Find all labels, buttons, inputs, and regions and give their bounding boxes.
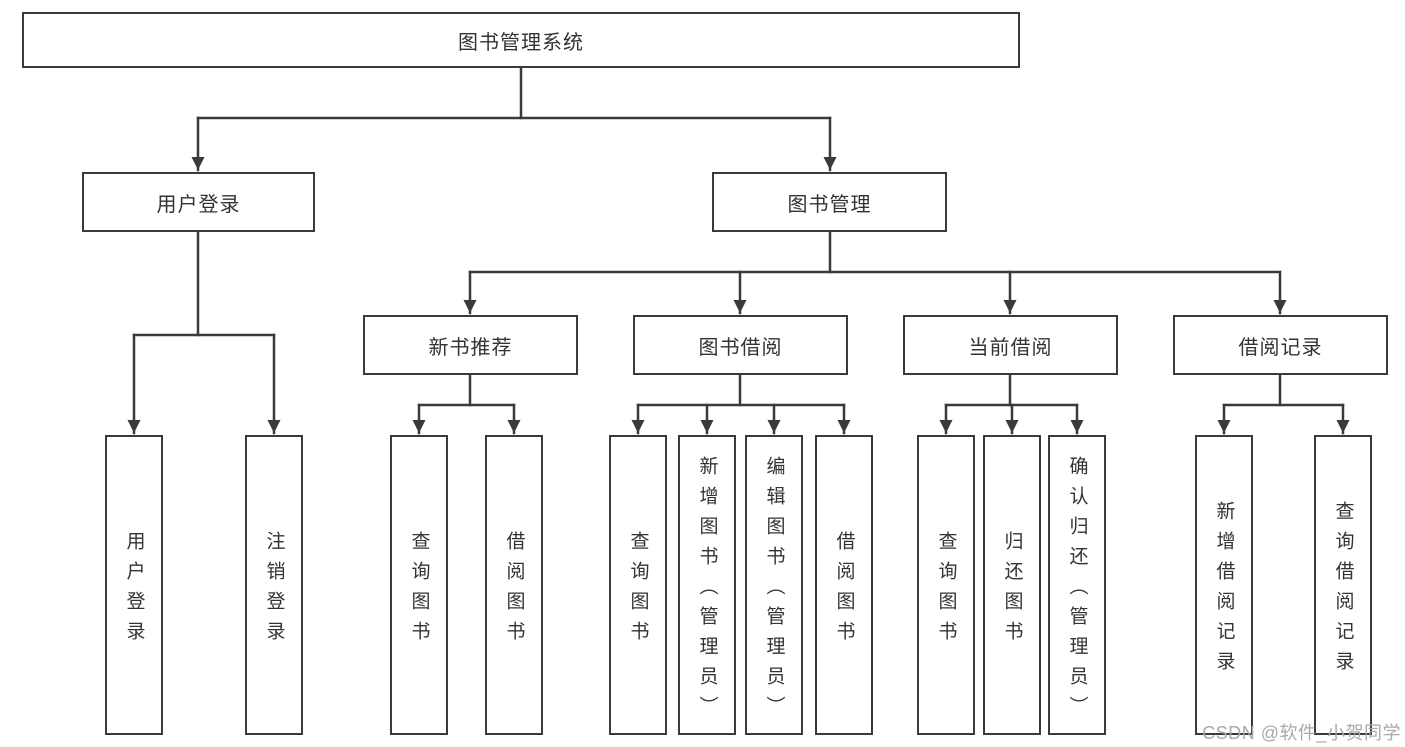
node-book-borrowing: 图书借阅 (633, 315, 848, 375)
node-user-login: 用户登录 (82, 172, 315, 232)
node-new-book-recommendation: 新书推荐 (363, 315, 578, 375)
leaf-query-books-newbook: 查询图书 (390, 435, 448, 735)
leaf-label: 确认归还（管理员） (1066, 455, 1088, 726)
node-label: 借阅记录 (1238, 336, 1323, 359)
leaf-add-borrow-record: 新增借阅记录 (1195, 435, 1253, 735)
leaf-borrow-books-newbook: 借阅图书 (485, 435, 543, 735)
node-book-management: 图书管理 (712, 172, 947, 232)
leaf-label: 新增借阅记录 (1213, 500, 1235, 681)
node-label: 当前借阅 (968, 336, 1053, 359)
leaf-label: 借阅图书 (503, 530, 525, 651)
leaf-label: 编辑图书（管理员） (763, 455, 785, 726)
leaf-label: 注销登录 (263, 530, 285, 651)
leaf-edit-book-admin: 编辑图书（管理员） (745, 435, 803, 735)
leaf-confirm-return-admin: 确认归还（管理员） (1048, 435, 1106, 735)
leaf-query-books-current: 查询图书 (917, 435, 975, 735)
leaf-label: 归还图书 (1001, 530, 1023, 651)
leaf-add-book-admin: 新增图书（管理员） (678, 435, 736, 735)
node-label: 新书推荐 (428, 336, 513, 359)
leaf-return-books: 归还图书 (983, 435, 1041, 735)
leaf-label: 查询借阅记录 (1332, 500, 1354, 681)
leaf-label: 查询图书 (935, 530, 957, 651)
node-label: 图书借阅 (698, 336, 783, 359)
node-label: 图书管理系统 (458, 31, 584, 54)
leaf-label: 用户登录 (123, 530, 145, 651)
leaf-query-books-borrowing: 查询图书 (609, 435, 667, 735)
node-library-management-system: 图书管理系统 (22, 12, 1020, 68)
leaf-query-borrow-record: 查询借阅记录 (1314, 435, 1372, 735)
csdn-watermark: CSDN @软件_小贺同学 (1202, 723, 1401, 743)
leaf-logout: 注销登录 (245, 435, 303, 735)
node-label: 用户登录 (156, 193, 241, 216)
leaf-label: 新增图书（管理员） (696, 455, 718, 726)
node-label: 图书管理 (787, 193, 872, 216)
leaf-borrow-books-borrowing: 借阅图书 (815, 435, 873, 735)
leaf-label: 查询图书 (627, 530, 649, 651)
node-current-borrowing: 当前借阅 (903, 315, 1118, 375)
leaf-user-login: 用户登录 (105, 435, 163, 735)
leaf-label: 借阅图书 (833, 530, 855, 651)
node-borrowing-records: 借阅记录 (1173, 315, 1388, 375)
leaf-label: 查询图书 (408, 530, 430, 651)
